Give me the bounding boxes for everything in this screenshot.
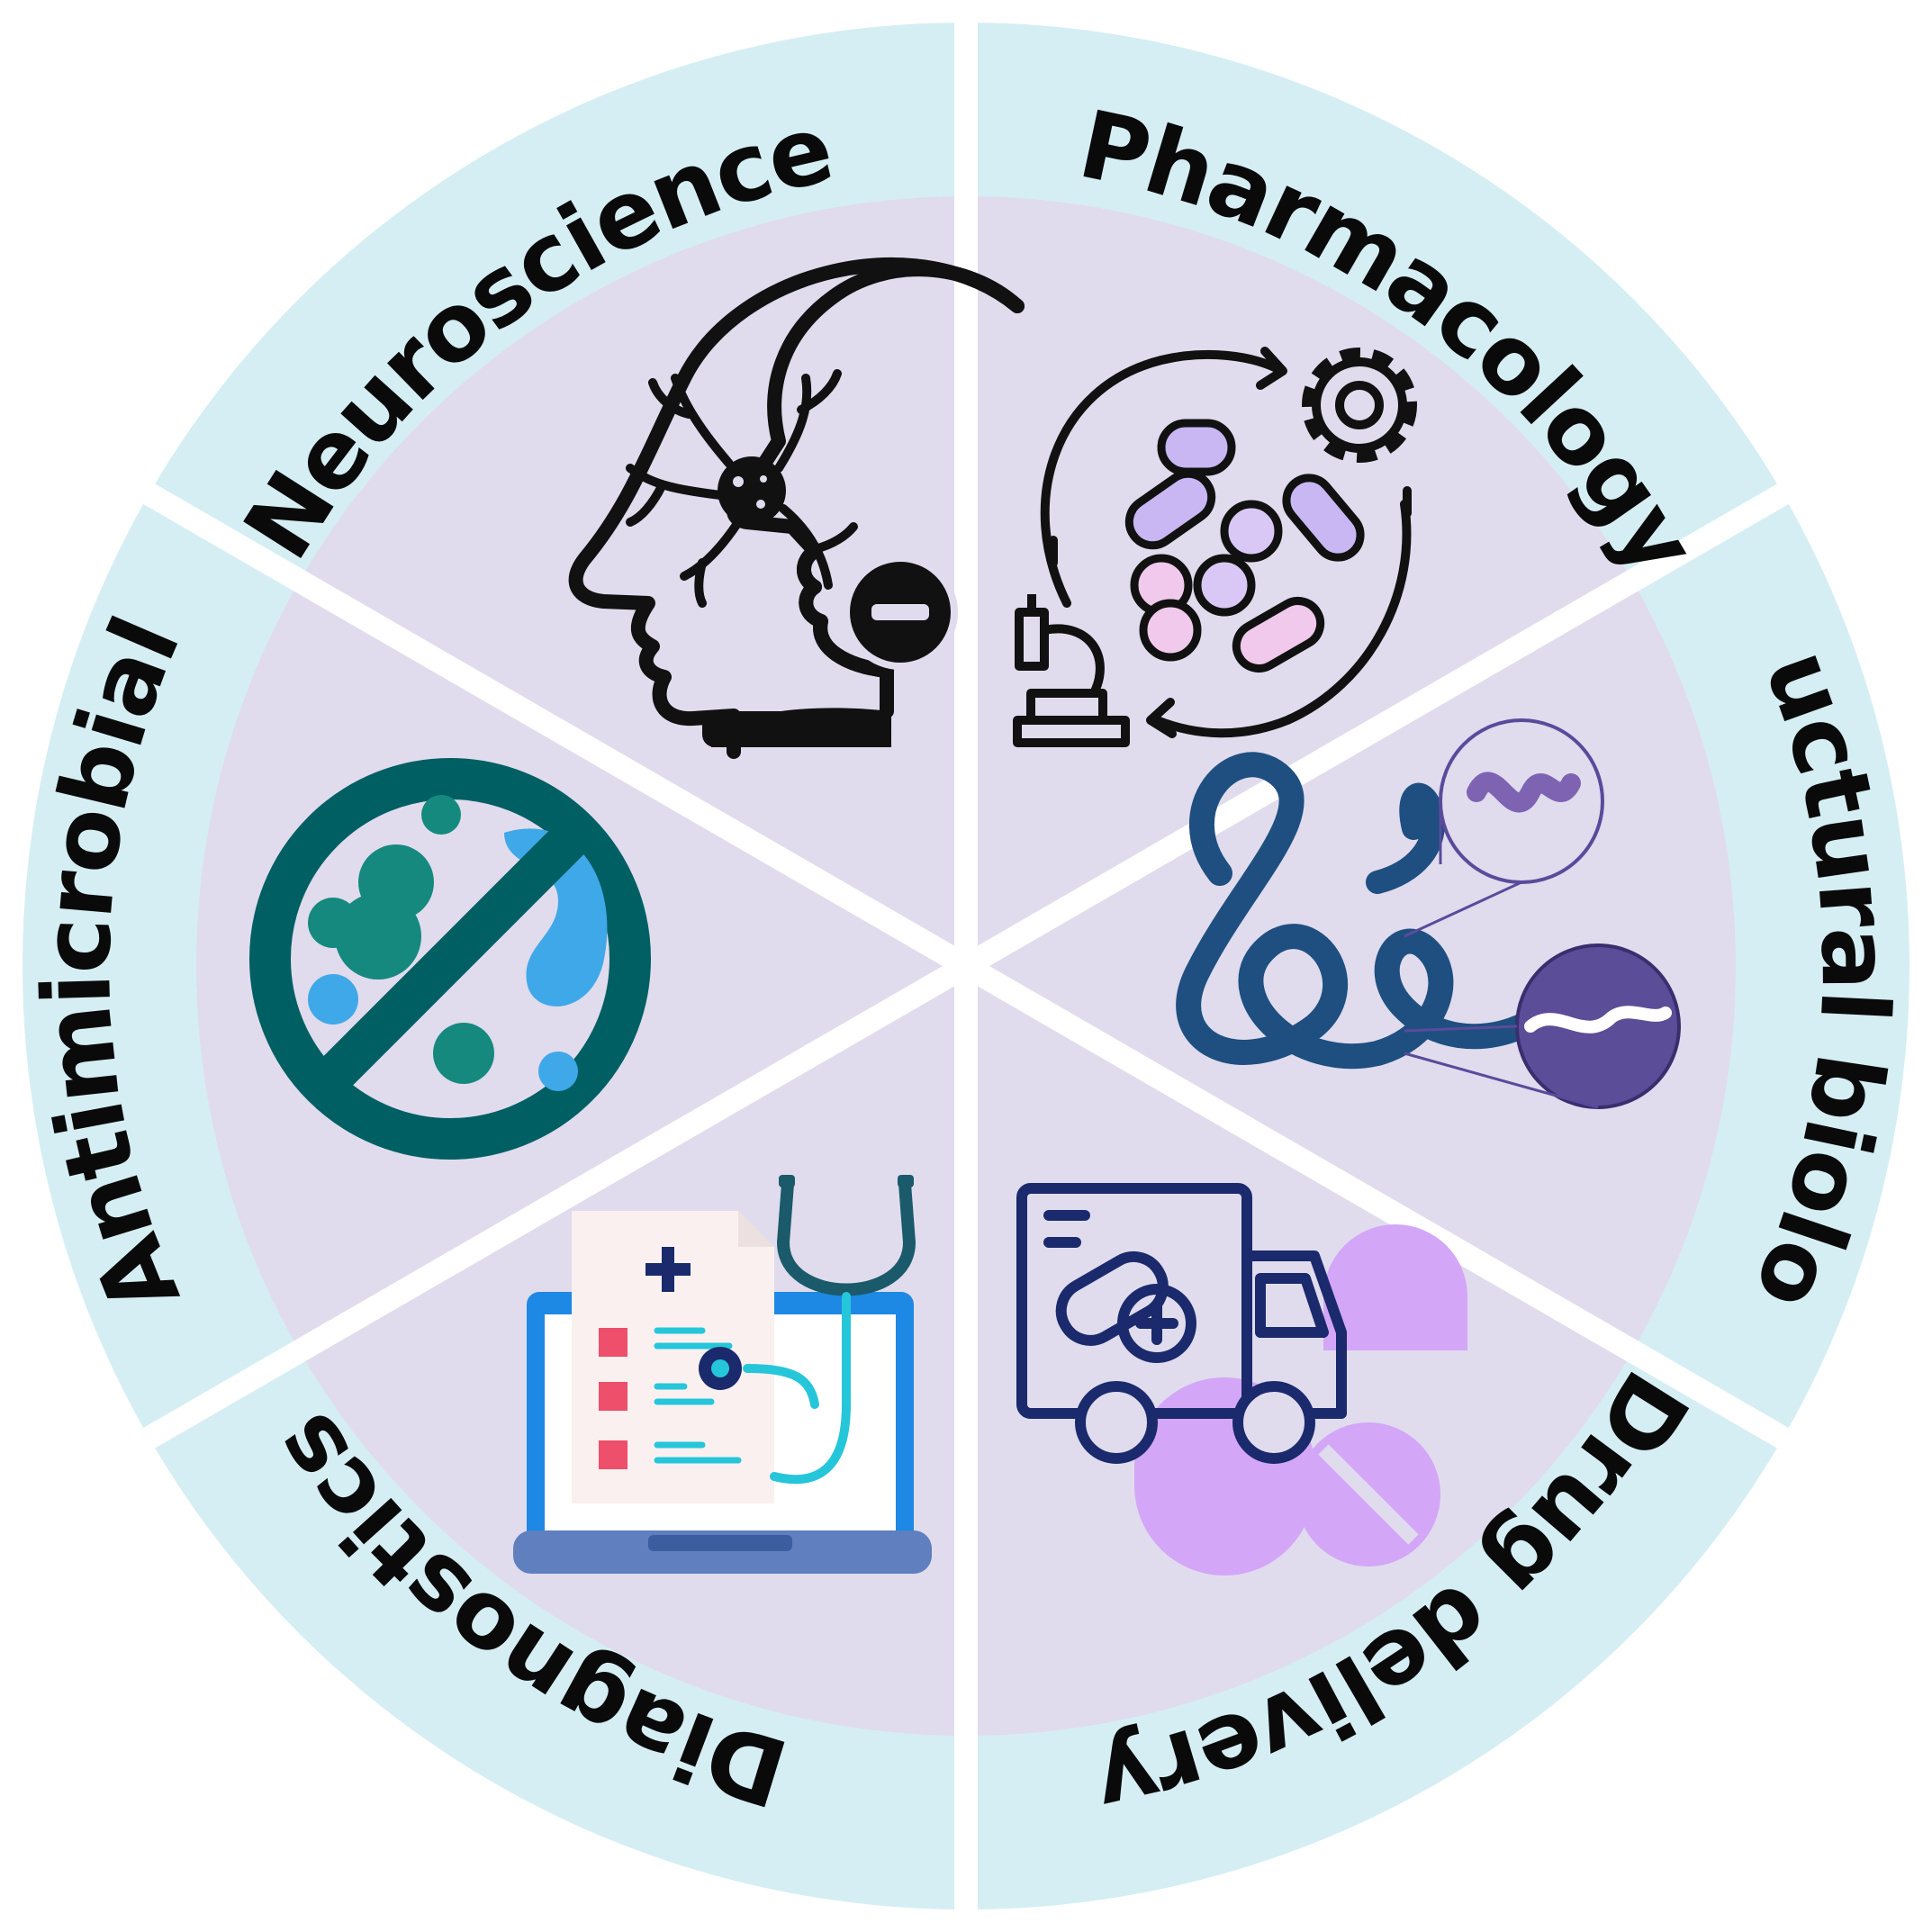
delivery-truck-icon: [1016, 1183, 1467, 1575]
protein-fold-icon: [1176, 718, 1681, 1109]
no-bacteria-icon: [249, 758, 651, 1160]
pills-cycle-icon: [1013, 347, 1417, 747]
laptop-stethoscope-icon: [513, 1175, 932, 1574]
segment-dividers: [139, 18, 1793, 1914]
brain-head-icon: [568, 257, 1025, 759]
